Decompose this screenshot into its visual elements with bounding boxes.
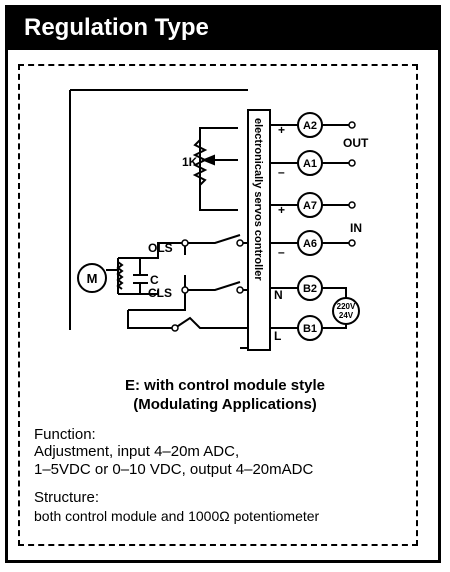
a6-minus-sign: – (278, 245, 285, 259)
terminal-b1 (297, 315, 323, 341)
header-bar: Regulation Type (8, 8, 438, 50)
regulation-type-panel: Regulation Type (5, 5, 441, 563)
potentiometer-resistor (192, 128, 208, 210)
ols-switch (185, 234, 241, 244)
controller-label: electronically servos controller (252, 118, 264, 281)
ols-label: OLS (148, 241, 173, 255)
function-line-2: 1–5VDC or 0–10 VDC, output 4–20mADC (34, 461, 314, 478)
pot-label: 1K (182, 155, 198, 169)
pot-wires (199, 127, 238, 211)
n-label: N (274, 288, 283, 302)
header-title: Regulation Type (24, 14, 209, 41)
terminal-a2 (297, 112, 323, 138)
cls-label: CLS (148, 286, 172, 300)
terminal-a1 (297, 150, 323, 176)
terminal-label-a2: A2 (303, 120, 317, 132)
l-label: L (274, 329, 281, 343)
caption-line-1: E: with control module style (124, 377, 326, 394)
a1-minus-sign: – (278, 165, 285, 179)
terminal-b2 (297, 275, 323, 301)
supply-label-top: 220V (337, 302, 356, 311)
terminal-label-a6: A6 (303, 238, 317, 250)
function-line-1: Adjustment, input 4–20m ADC, (34, 443, 240, 460)
a7-plus-sign: + (278, 203, 285, 217)
out-label: OUT (343, 136, 369, 150)
supply-indicator (332, 297, 360, 325)
pot-wiper-arrow (201, 154, 215, 166)
in-label: IN (350, 221, 362, 235)
cls-switch (185, 281, 241, 291)
terminal-label-a7: A7 (303, 200, 317, 212)
bottom-contact (174, 316, 240, 329)
caption-line-2: (Modulating Applications) (133, 396, 317, 413)
capacitor-label: C (150, 273, 159, 287)
terminal-a6 (297, 230, 323, 256)
structure-heading: Structure: (34, 489, 100, 506)
terminal-label-a1: A1 (303, 158, 317, 170)
motor-icon (77, 263, 107, 293)
structure-line-1: both control module and 1000Ω potentiome… (34, 508, 320, 524)
terminal-label-b2: B2 (303, 283, 317, 295)
terminal-a7 (297, 192, 323, 218)
terminal-label-b1: B1 (303, 323, 317, 335)
diagram-panel (18, 64, 418, 546)
function-heading: Function: (34, 426, 96, 443)
supply-label-bottom: 24V (339, 311, 354, 320)
motor-label: M (87, 271, 98, 286)
a2-plus-sign: + (278, 123, 285, 137)
controller-box (247, 109, 271, 351)
